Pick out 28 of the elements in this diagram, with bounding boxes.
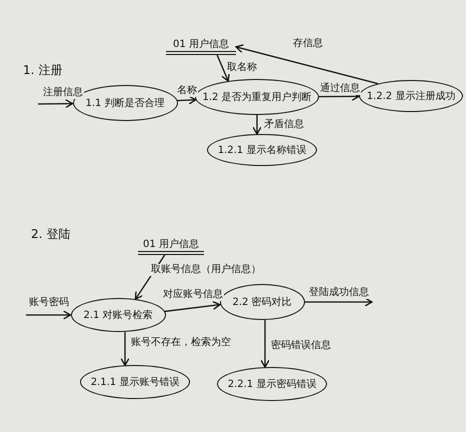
edge-label: 存信息 <box>292 38 324 50</box>
edge-label: 对应账号信息 <box>162 289 224 301</box>
edge-label: 注册信息 <box>42 87 84 99</box>
edge-label: 名称 <box>176 85 198 97</box>
process-ellipse: 1.2.1 显示名称错误 <box>207 134 317 166</box>
arrow <box>235 44 378 84</box>
edge-label: 登陆成功信息 <box>308 287 370 299</box>
edge-label: 矛盾信息 <box>263 119 305 131</box>
section-heading: 1. 注册 <box>22 64 64 76</box>
edge-label: 取名称 <box>226 62 258 74</box>
edge-label: 账号不存在，检索为空 <box>130 337 232 349</box>
data-store: 01 用户信息 <box>138 233 204 255</box>
arrow <box>304 297 373 307</box>
edge-label: 通过信息 <box>319 83 361 95</box>
arrow <box>120 332 130 366</box>
arrow <box>260 320 270 368</box>
data-store: 01 用户信息 <box>166 33 236 55</box>
edge-label: 密码错误信息 <box>270 340 332 352</box>
edge-label: 账号密码 <box>28 297 70 309</box>
arrow <box>164 300 221 312</box>
arrow <box>252 115 262 135</box>
arrow <box>26 310 72 320</box>
arrow <box>177 95 196 105</box>
process-ellipse: 2.2.1 显示密码错误 <box>217 367 327 401</box>
process-ellipse: 2.1.1 显示账号错误 <box>80 365 190 399</box>
section-heading: 2. 登陆 <box>30 228 72 240</box>
arrow <box>216 54 230 82</box>
arrow <box>38 99 74 108</box>
